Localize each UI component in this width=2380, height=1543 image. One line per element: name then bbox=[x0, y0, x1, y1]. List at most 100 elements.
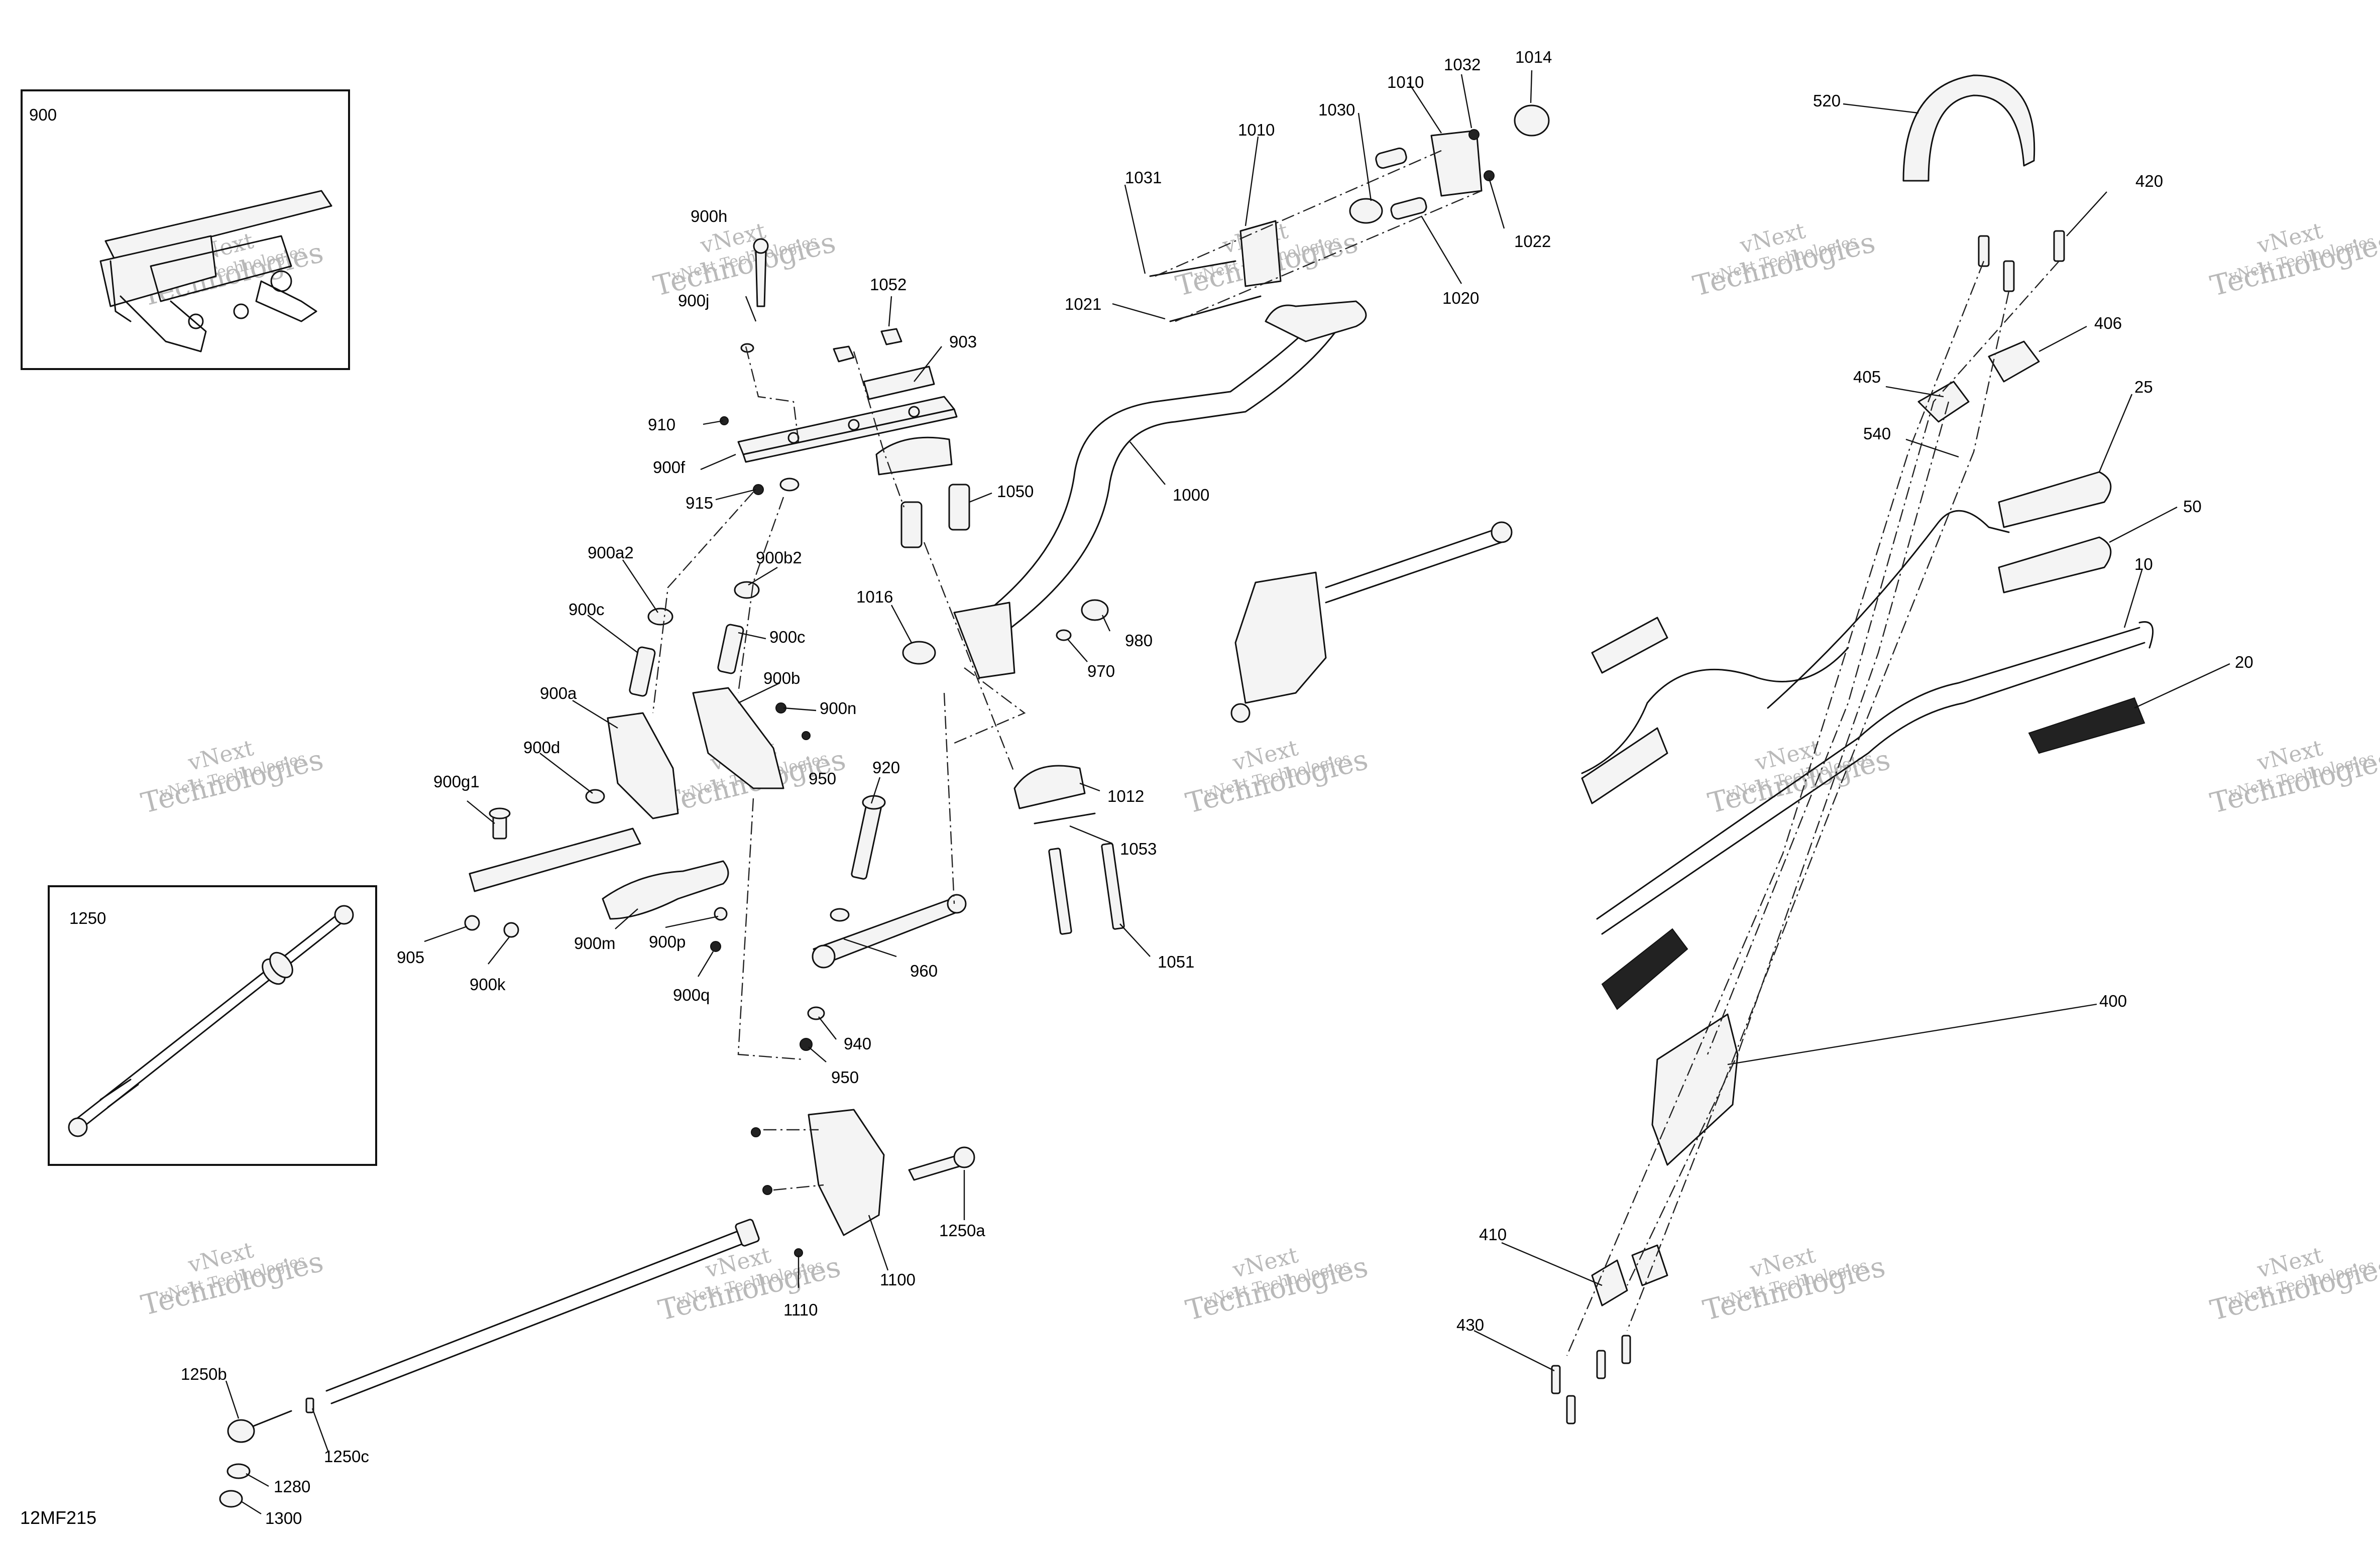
bushing-900a2 bbox=[647, 608, 673, 626]
top-plate-900f bbox=[737, 396, 958, 463]
callout-1014: 1014 bbox=[1515, 48, 1552, 66]
nuts-1052 bbox=[833, 328, 902, 363]
watermark: vNext Technologies vNext Technologies bbox=[650, 218, 839, 303]
watermark: vNext Technologies vNext Technologies bbox=[138, 1237, 326, 1322]
callout-1051: 1051 bbox=[1158, 953, 1194, 971]
callout-420: 420 bbox=[2135, 172, 2163, 190]
callout-1031: 1031 bbox=[1125, 168, 1162, 187]
watermark: vNext Technologies vNext Technologies bbox=[138, 735, 326, 820]
callout-900j: 900j bbox=[678, 291, 709, 310]
callout-1050: 1050 bbox=[997, 482, 1034, 501]
callout-900n: 900n bbox=[820, 699, 856, 718]
washer-920 bbox=[830, 908, 850, 922]
tie-rod-inset-drawing bbox=[68, 905, 354, 1137]
arm-900m bbox=[602, 860, 729, 920]
lower-plate bbox=[469, 827, 641, 892]
leader-lines bbox=[225, 70, 2230, 1515]
nut-1250c bbox=[305, 1397, 314, 1413]
callout-920: 920 bbox=[872, 758, 900, 777]
callout-1010-left: 1010 bbox=[1238, 121, 1275, 139]
riser-400 bbox=[1651, 1013, 1739, 1166]
callout-900g1: 900g1 bbox=[433, 772, 480, 791]
callout-900k: 900k bbox=[470, 975, 506, 994]
watermark: vNext Technologies vNext Technologies bbox=[1183, 1242, 1371, 1327]
callout-915: 915 bbox=[686, 494, 713, 512]
sleeve-1030 bbox=[1375, 147, 1407, 169]
washer-900k bbox=[503, 922, 519, 938]
watermark: vNext Technologies vNext Technologies bbox=[2207, 735, 2380, 820]
nut-1022 bbox=[1484, 170, 1495, 181]
callout-900b: 900b bbox=[763, 669, 800, 687]
callout-1300: 1300 bbox=[265, 1509, 302, 1527]
ring-1014 bbox=[1514, 104, 1550, 137]
washer-1280 bbox=[226, 1463, 251, 1479]
callout-1250c: 1250c bbox=[324, 1447, 369, 1466]
callout-910: 910 bbox=[648, 415, 675, 434]
callout-406: 406 bbox=[2094, 314, 2122, 332]
riser-group bbox=[902, 104, 1550, 935]
ring-1010 bbox=[1349, 198, 1383, 224]
callout-1250b: 1250b bbox=[181, 1365, 227, 1383]
washer-915 bbox=[779, 478, 800, 492]
watermark: vNext Technologies vNext Technologies bbox=[1700, 1242, 1888, 1327]
tie-rod-shaft bbox=[219, 1146, 975, 1508]
clamp-410 bbox=[1591, 1259, 1628, 1307]
callout-1030: 1030 bbox=[1318, 100, 1355, 119]
callout-1012: 1012 bbox=[1107, 787, 1144, 805]
callout-900h: 900h bbox=[691, 207, 727, 225]
diagram-code: 12MF215 bbox=[20, 1507, 96, 1528]
callout-430: 430 bbox=[1456, 1316, 1484, 1334]
bushing-980 bbox=[1081, 599, 1109, 621]
seal-1016 bbox=[902, 641, 936, 665]
link-960 bbox=[813, 898, 960, 965]
callout-labels: 900h 900j 910 900f 915 1052 903 1050 900… bbox=[181, 48, 2253, 1527]
callout-1110: 1110 bbox=[783, 1300, 818, 1319]
handlebar-pad-520 bbox=[1902, 74, 2035, 182]
callout-1020: 1020 bbox=[1442, 289, 1479, 307]
callout-10: 10 bbox=[2134, 555, 2153, 573]
callout-1016: 1016 bbox=[856, 587, 893, 606]
inset-1250-label: 1250 bbox=[69, 909, 106, 927]
inset-900-label: 900 bbox=[29, 105, 57, 124]
bolts-420 bbox=[1978, 230, 2065, 292]
watermarks: vNext Technologies vNext Technologies vN… bbox=[138, 218, 2380, 1327]
callout-940: 940 bbox=[844, 1034, 871, 1053]
watermark: vNext Technologies vNext Technologies bbox=[1690, 218, 1878, 303]
callout-900m: 900m bbox=[574, 934, 616, 953]
callout-410: 410 bbox=[1479, 1225, 1507, 1244]
callout-950-lower: 950 bbox=[831, 1068, 859, 1087]
nut-1032 bbox=[1468, 129, 1480, 140]
bolts-1051 bbox=[1048, 843, 1125, 935]
callout-900a2: 900a2 bbox=[588, 543, 634, 562]
bolt-1031 bbox=[1149, 260, 1236, 277]
bolt-920 bbox=[851, 795, 886, 880]
shim-1053 bbox=[1034, 812, 1096, 824]
callout-1010-right: 1010 bbox=[1387, 73, 1424, 91]
callout-25: 25 bbox=[2134, 378, 2153, 396]
callout-520: 520 bbox=[1813, 91, 1841, 110]
grip-20 bbox=[2028, 697, 2145, 754]
bushing-900b2 bbox=[734, 581, 760, 599]
callout-1032: 1032 bbox=[1444, 55, 1481, 74]
bracket-900b bbox=[692, 687, 784, 789]
callout-900c-right: 900c bbox=[769, 628, 806, 646]
grip-50 bbox=[1998, 536, 2112, 594]
watermark: vNext Technologies vNext Technologies bbox=[1183, 735, 1371, 820]
callout-900c-left: 900c bbox=[569, 600, 605, 619]
sleeve-900c-left bbox=[629, 646, 656, 697]
callout-1100: 1100 bbox=[880, 1270, 916, 1289]
sleeve-1020 bbox=[1390, 197, 1427, 220]
inset-900: 900 bbox=[21, 89, 350, 370]
nut-915 bbox=[753, 484, 764, 495]
watermark: vNext Technologies vNext Technologies bbox=[2207, 1242, 2380, 1327]
callout-900f: 900f bbox=[653, 458, 686, 477]
callout-1021: 1021 bbox=[1065, 295, 1101, 313]
callout-1022: 1022 bbox=[1514, 232, 1551, 251]
watermark: vNext Technologies vNext Technologies bbox=[2207, 218, 2380, 303]
column-bracket-group bbox=[464, 238, 970, 1051]
clamp-405 bbox=[1917, 381, 1970, 423]
rod-end-1250b bbox=[227, 1419, 255, 1443]
clamp-block-1050 bbox=[875, 436, 970, 548]
washer-900d bbox=[585, 789, 605, 804]
callout-900p: 900p bbox=[649, 932, 686, 951]
